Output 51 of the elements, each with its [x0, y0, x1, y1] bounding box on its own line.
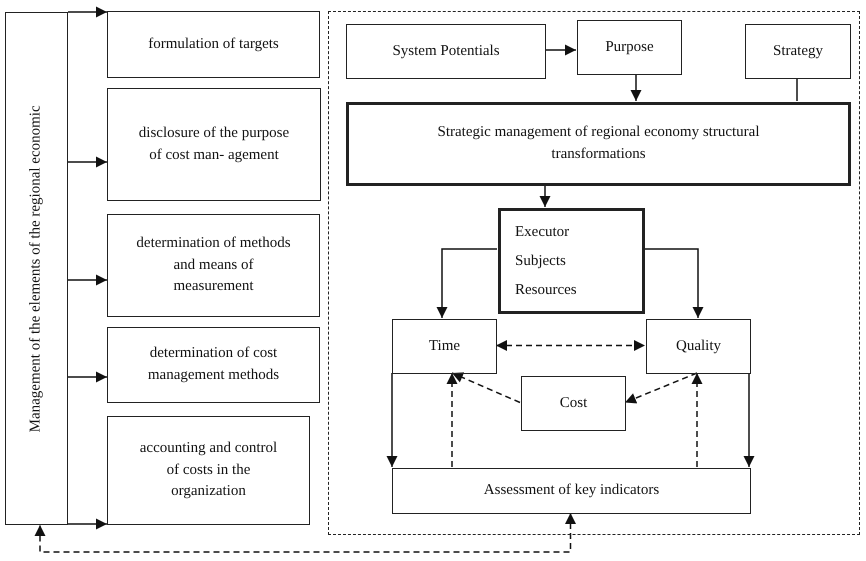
arrow [545, 44, 576, 56]
process-box [745, 24, 851, 79]
process-box [577, 20, 682, 75]
node-label: Assessment of key indicators [484, 481, 660, 500]
group-frame [328, 11, 860, 535]
node-label: Resources [515, 280, 577, 300]
arrow [630, 74, 642, 101]
arrow [68, 156, 107, 168]
node-label: Quality [676, 336, 721, 356]
process-box [521, 376, 626, 431]
process-box [107, 88, 321, 201]
arrow [540, 185, 550, 207]
process-box [392, 468, 751, 514]
arrow [68, 274, 107, 286]
node-label: Purpose [605, 38, 654, 57]
process-box [107, 327, 320, 403]
arrow [692, 373, 702, 467]
arrow [68, 518, 107, 530]
node-label: System Potentials [392, 42, 500, 61]
node-label: Subjects [515, 252, 566, 270]
arrow [68, 6, 107, 18]
arrow [446, 373, 458, 467]
process-box [346, 102, 851, 186]
node-label: Management of the elements of the regional economic [26, 105, 45, 432]
node-label: formulation of targets [148, 34, 279, 54]
node-label: disclosure of the purpose of cost man- agement [138, 124, 290, 164]
process-box [107, 416, 310, 525]
arrow [34, 513, 576, 553]
arrow [496, 340, 645, 351]
process-box [498, 208, 645, 314]
node-label: Cost [560, 394, 588, 413]
process-box [346, 24, 546, 79]
node-label: Strategy [773, 42, 823, 61]
arrow [436, 248, 497, 318]
arrow [68, 372, 107, 382]
process-box [107, 214, 320, 317]
process-box [392, 319, 497, 374]
process-box [107, 11, 320, 78]
arrow [452, 372, 520, 404]
node-label: determination of methods and means of measurement [135, 234, 292, 296]
node-label: Time [428, 336, 460, 356]
arrow [624, 372, 698, 404]
arrow [644, 248, 704, 318]
node-label: accounting and control of costs in the organization [138, 438, 278, 502]
process-box [5, 12, 68, 525]
arrow [386, 373, 398, 467]
node-label: Strategic management of regional economy structural transformations [436, 123, 760, 164]
node-label: determination of cost management methods [146, 344, 280, 385]
arrow [744, 373, 754, 467]
process-box [646, 319, 751, 374]
node-label: Executor [515, 222, 570, 242]
